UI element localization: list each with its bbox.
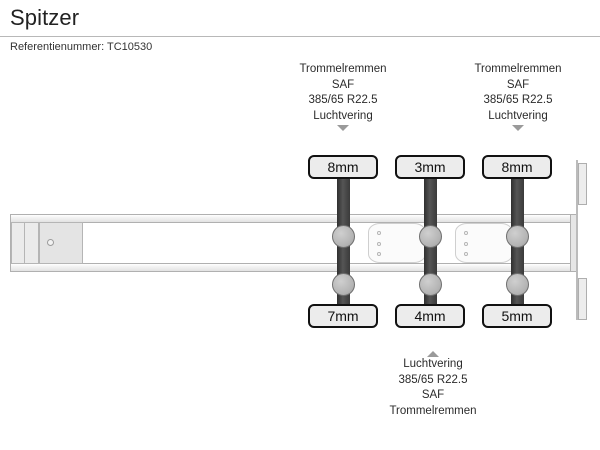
hanger-holes [464,231,468,256]
annotation-line-make: SAF [331,78,355,91]
tread-depth-badge-bottom-1[interactable]: 7mm [308,304,378,328]
annotation-line-make: SAF [421,389,445,401]
front-rib [24,222,25,264]
kingpin-icon [47,239,54,246]
tread-depth-badge-top-1[interactable]: 8mm [308,155,378,179]
trailer-diagram [0,150,600,350]
axle-2 [419,168,442,320]
annotation-line-brakes: Trommelremmen [299,63,387,75]
rear-guard-tab [578,278,587,320]
suspension-hanger [368,223,426,263]
wheel-bottom [506,273,529,296]
annotation-line-brakes: Trommelremmen [389,404,477,417]
wheel-top [332,225,355,248]
wheel-bottom [419,273,442,296]
chassis-front-edge [10,214,11,272]
axle-annotation-top-right: Trommelremmen SAF 385/65 R22.5 Luchtveri… [433,62,600,131]
suspension-hanger [455,223,513,263]
annotation-line-suspension: Luchtvering [403,358,463,370]
hanger-holes [377,231,381,256]
rear-guard-tab [578,163,587,205]
page-title: Spitzer [10,5,80,30]
annotation-line-suspension: Luchtvering [488,109,548,122]
tread-depth-badge-bottom-2[interactable]: 4mm [395,304,465,328]
annotation-line-suspension: Luchtvering [313,109,373,122]
chassis-rail-top [10,214,572,223]
reference-number: Referentienummer: TC10530 [10,41,153,53]
tread-depth-badge-top-2[interactable]: 3mm [395,155,465,179]
wheel-top [506,225,529,248]
axle-annotation-bottom: Luchtvering 385/65 R22.5 SAF Trommelremm… [348,350,518,419]
arrow-down-icon [512,125,524,131]
annotation-line-tyre-size: 385/65 R22.5 [398,373,468,386]
annotation-line-tyre-size: 385/65 R22.5 [483,94,553,106]
annotation-line-tyre-size: 385/65 R22.5 [308,94,378,106]
tread-depth-badge-bottom-3[interactable]: 5mm [482,304,552,328]
axle-3 [506,168,529,320]
tread-depth-badge-top-3[interactable]: 8mm [482,155,552,179]
rear-underrun-bar [576,160,578,320]
annotation-line-make: SAF [506,78,530,91]
annotation-line-brakes: Trommelremmen [474,63,562,75]
arrow-down-icon [337,125,349,131]
arrow-up-icon [427,351,439,357]
kingpin-plate [39,222,83,264]
header-divider [0,36,600,37]
axle-annotation-top-left: Trommelremmen SAF 385/65 R22.5 Luchtveri… [258,62,428,131]
chassis-rail-bottom [10,263,572,272]
wheel-top [419,225,442,248]
front-rib [38,222,39,264]
axle-1 [332,168,355,320]
wheel-bottom [332,273,355,296]
